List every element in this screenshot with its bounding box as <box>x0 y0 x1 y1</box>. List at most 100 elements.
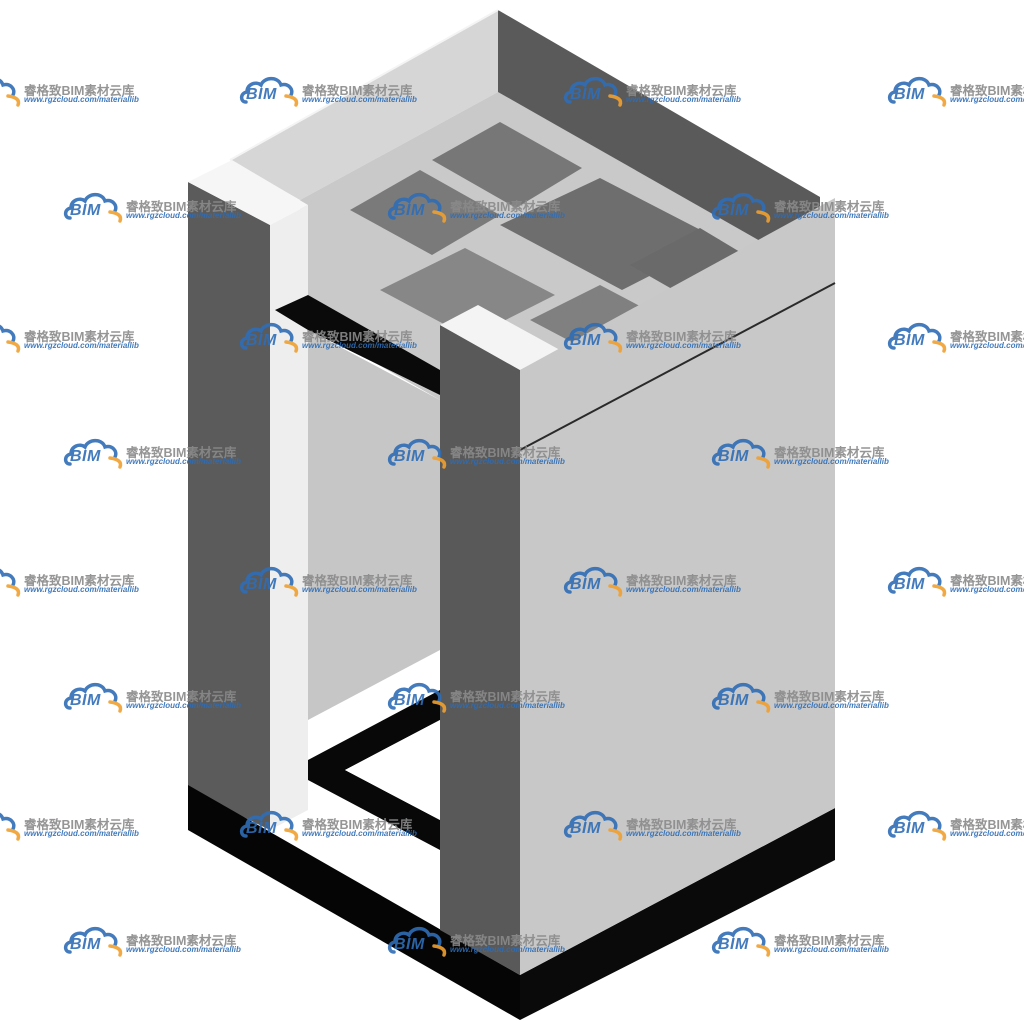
watermark: BIM 睿格致BIM素材云库 www.rgzcloud.com/material… <box>238 562 428 602</box>
watermark-logo-text: BIM <box>718 692 749 709</box>
cloud-logo-icon <box>239 322 299 353</box>
watermark: BIM 睿格致BIM素材云库 www.rgzcloud.com/material… <box>886 806 1024 846</box>
watermark-url-text: www.rgzcloud.com/materiallib <box>450 945 565 954</box>
left-wall-light <box>270 205 308 830</box>
watermark-brand-text: 睿格致BIM素材云库 <box>302 330 413 344</box>
cloud-logo-icon <box>0 568 21 597</box>
watermark: BIM 睿格致BIM素材云库 www.rgzcloud.com/material… <box>238 72 428 112</box>
watermark: BIM 睿格致BIM素材云库 www.rgzcloud.com/material… <box>386 922 576 962</box>
watermark: BIM 睿格致BIM素材云库 www.rgzcloud.com/material… <box>62 678 252 718</box>
cloud-logo-icon <box>563 322 623 353</box>
watermark-logo-text: BIM <box>394 936 425 953</box>
watermark-url-text: www.rgzcloud.com/materiallib <box>950 585 1024 594</box>
watermark-url-text: www.rgzcloud.com/materiallib <box>774 211 889 220</box>
watermark-logo-text: BIM <box>394 202 425 219</box>
watermark-url-text: www.rgzcloud.com/materiallib <box>774 945 889 954</box>
watermark-url-text: www.rgzcloud.com/materiallib <box>450 211 565 220</box>
watermark-logo-text: BIM <box>570 576 601 593</box>
watermark-brand-text: 睿格致BIM素材云库 <box>24 818 135 832</box>
watermark-brand-text: 睿格致BIM素材云库 <box>774 690 885 704</box>
watermark-url-text: www.rgzcloud.com/materiallib <box>24 95 139 104</box>
front-column-dark <box>440 325 520 975</box>
watermark: BIM 睿格致BIM素材云库 www.rgzcloud.com/material… <box>0 806 150 846</box>
watermark-logo-text: BIM <box>70 448 101 465</box>
watermark: BIM 睿格致BIM素材云库 www.rgzcloud.com/material… <box>62 922 252 962</box>
cloud-logo-icon <box>239 76 299 107</box>
watermark-url-text: www.rgzcloud.com/materiallib <box>626 585 741 594</box>
watermark-logo-text: BIM <box>394 692 425 709</box>
watermark: BIM 睿格致BIM素材云库 www.rgzcloud.com/material… <box>386 434 576 474</box>
cloud-logo-icon <box>887 566 947 597</box>
cloud-logo-icon <box>563 566 623 597</box>
interior-back-wall <box>308 330 440 720</box>
grid-opening <box>432 122 582 208</box>
right-wall-light <box>520 198 835 975</box>
watermark-logo-text: BIM <box>570 820 601 837</box>
watermark-brand-text: 睿格致BIM素材云库 <box>626 574 737 588</box>
cloud-logo-icon <box>563 810 623 841</box>
watermark-brand-text: 睿格致BIM素材云库 <box>126 934 237 948</box>
watermark-brand-text: 睿格致BIM素材云库 <box>24 330 135 344</box>
cloud-logo-icon <box>711 192 771 223</box>
cloud-logo-icon <box>563 76 623 107</box>
cloud-logo-icon <box>63 682 123 713</box>
watermark-logo-text: BIM <box>894 332 925 349</box>
watermark-brand-text: 睿格致BIM素材云库 <box>626 330 737 344</box>
watermark-logo-text: BIM <box>246 86 277 103</box>
cloud-logo-icon <box>387 438 447 469</box>
cloud-logo-icon <box>887 810 947 841</box>
watermark-logo-text: BIM <box>394 448 425 465</box>
back-wall-inner <box>498 10 820 288</box>
watermark: BIM 睿格致BIM素材云库 www.rgzcloud.com/material… <box>0 562 150 602</box>
watermark-url-text: www.rgzcloud.com/materiallib <box>950 95 1024 104</box>
watermark: BIM 睿格致BIM素材云库 www.rgzcloud.com/material… <box>562 318 752 358</box>
watermark-brand-text: 睿格致BIM素材云库 <box>126 446 237 460</box>
watermark: BIM 睿格致BIM素材云库 www.rgzcloud.com/material… <box>386 678 576 718</box>
watermark-url-text: www.rgzcloud.com/materiallib <box>626 341 741 350</box>
watermark-url-text: www.rgzcloud.com/materiallib <box>626 95 741 104</box>
cloud-logo-icon <box>711 438 771 469</box>
watermark-brand-text: 睿格致BIM素材云库 <box>950 330 1024 344</box>
cloud-logo-icon <box>387 926 447 957</box>
watermark: BIM 睿格致BIM素材云库 www.rgzcloud.com/material… <box>710 678 900 718</box>
watermark-logo-text: BIM <box>246 332 277 349</box>
watermark-logo-text: BIM <box>894 86 925 103</box>
watermark: BIM 睿格致BIM素材云库 www.rgzcloud.com/material… <box>0 318 150 358</box>
watermark: BIM 睿格致BIM素材云库 www.rgzcloud.com/material… <box>886 318 1024 358</box>
cloud-logo-icon <box>63 438 123 469</box>
interior-upper-band <box>275 295 440 395</box>
watermark-url-text: www.rgzcloud.com/materiallib <box>126 211 241 220</box>
watermark-brand-text: 睿格致BIM素材云库 <box>24 84 135 98</box>
watermark-url-text: www.rgzcloud.com/materiallib <box>950 341 1024 350</box>
top-rim <box>230 10 498 200</box>
cloud-logo-icon <box>711 926 771 957</box>
watermark-url-text: www.rgzcloud.com/materiallib <box>302 829 417 838</box>
cloud-logo-icon <box>387 192 447 223</box>
watermark: BIM 睿格致BIM素材云库 www.rgzcloud.com/material… <box>562 72 752 112</box>
front-column-cap <box>440 305 560 370</box>
watermark: BIM 睿格致BIM素材云库 www.rgzcloud.com/material… <box>562 562 752 602</box>
watermark: BIM 睿格致BIM素材云库 www.rgzcloud.com/material… <box>0 72 150 112</box>
watermark-url-text: www.rgzcloud.com/materiallib <box>24 829 139 838</box>
watermark-logo-text: BIM <box>570 86 601 103</box>
watermark-brand-text: 睿格致BIM素材云库 <box>950 84 1024 98</box>
watermark-logo-text: BIM <box>894 576 925 593</box>
watermark-brand-text: 睿格致BIM素材云库 <box>774 200 885 214</box>
watermark-logo-text: BIM <box>70 692 101 709</box>
watermark-brand-text: 睿格致BIM素材云库 <box>302 818 413 832</box>
watermark-url-text: www.rgzcloud.com/materiallib <box>450 457 565 466</box>
watermark-logo-text: BIM <box>718 936 749 953</box>
left-wall-cap <box>188 160 308 225</box>
cloud-logo-icon <box>239 810 299 841</box>
watermark-url-text: www.rgzcloud.com/materiallib <box>24 585 139 594</box>
watermark-logo-text: BIM <box>894 820 925 837</box>
watermark: BIM 睿格致BIM素材云库 www.rgzcloud.com/material… <box>886 562 1024 602</box>
cloud-logo-icon <box>711 682 771 713</box>
watermark: BIM 睿格致BIM素材云库 www.rgzcloud.com/material… <box>62 188 252 228</box>
watermark-brand-text: 睿格致BIM素材云库 <box>450 446 561 460</box>
watermark-url-text: www.rgzcloud.com/materiallib <box>950 829 1024 838</box>
watermark-url-text: www.rgzcloud.com/materiallib <box>126 945 241 954</box>
watermark-url-text: www.rgzcloud.com/materiallib <box>302 341 417 350</box>
watermark-brand-text: 睿格致BIM素材云库 <box>126 690 237 704</box>
